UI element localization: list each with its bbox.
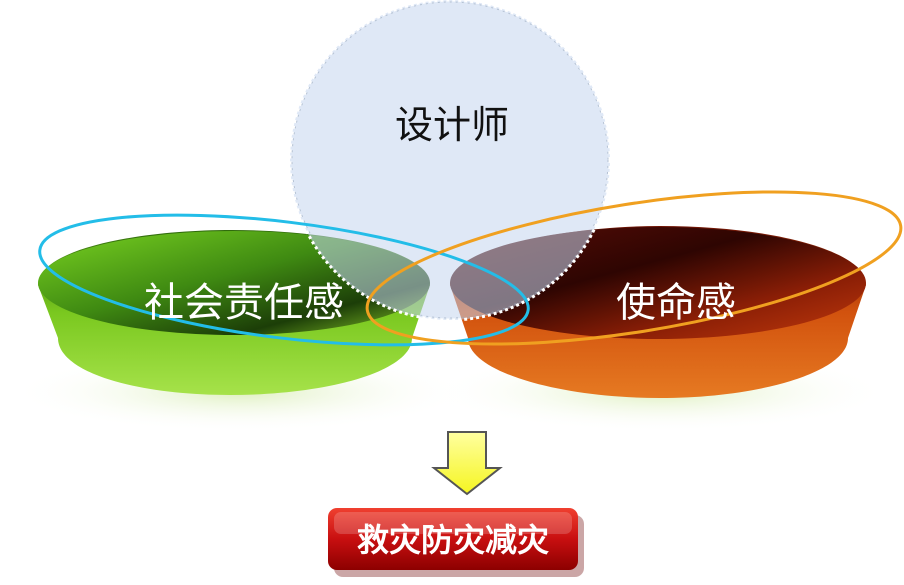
result-box: 救灾防灾减灾 <box>328 508 584 577</box>
right-disc-label: 使命感 <box>616 280 736 326</box>
top-circle-label: 设计师 <box>395 103 509 147</box>
right-ring <box>365 190 903 346</box>
left-ring <box>38 213 530 347</box>
designer-circle-outline <box>288 0 612 322</box>
result-label: 救灾防灾减灾 <box>357 521 549 559</box>
designer-circle <box>290 0 610 320</box>
down-arrow-icon <box>431 431 503 496</box>
left-disc-label: 社会责任感 <box>144 280 344 326</box>
